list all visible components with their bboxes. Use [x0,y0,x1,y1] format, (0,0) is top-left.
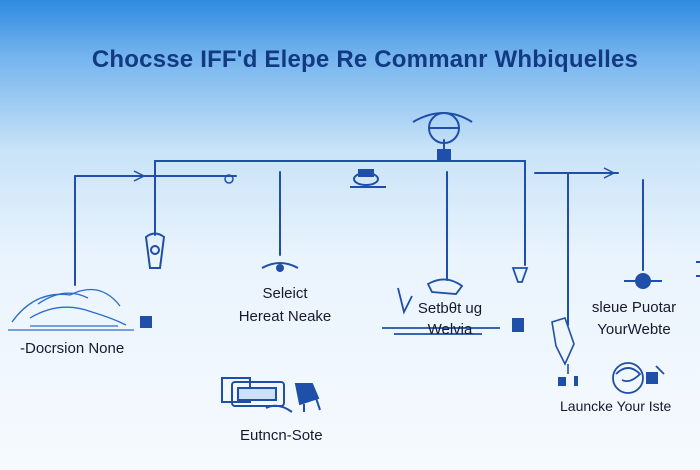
node-label-select-line1: Seleict [262,285,308,302]
page-title: Chocsse IFF'd Elepe Re Commanr Whbiquell… [91,46,639,73]
arrow-right-rail [603,167,616,179]
node-label-extension: Eutncn-Sote [240,427,323,444]
rotor-hub-icon [350,169,386,188]
rail-dot-icon [224,174,234,184]
node-label-select: Seleict Hereat Neake [222,285,348,327]
node-label-setting-line1: Setbθt ug [417,300,483,317]
node-label-product-line2: YourWebte [597,320,671,338]
node-label-launch: Launcke Your Iste [560,398,672,414]
node-label-select-line2: Hereat Neake [238,307,332,325]
drop-ornament-icon [551,317,578,386]
product-pin-icon [624,261,700,289]
node-label-product: sleue Puotar YourWebte [578,299,690,340]
node-label-decision: -Docrsion None [20,340,125,357]
arrow-left-rail [133,170,146,182]
globe-target-icon [412,112,473,161]
device-icon [221,377,321,413]
pendant-icon [140,232,166,328]
globe-icon [612,362,665,394]
node-label-product-line1: sleue Puotar [591,299,677,316]
node-label-setting: Setbθt ug Welvia [400,300,500,340]
satellite-icon [382,267,529,335]
node-label-setting-line2: Welvia [427,320,473,338]
sketch-scene-icon [8,288,134,331]
pin-marker-icon [261,262,299,272]
